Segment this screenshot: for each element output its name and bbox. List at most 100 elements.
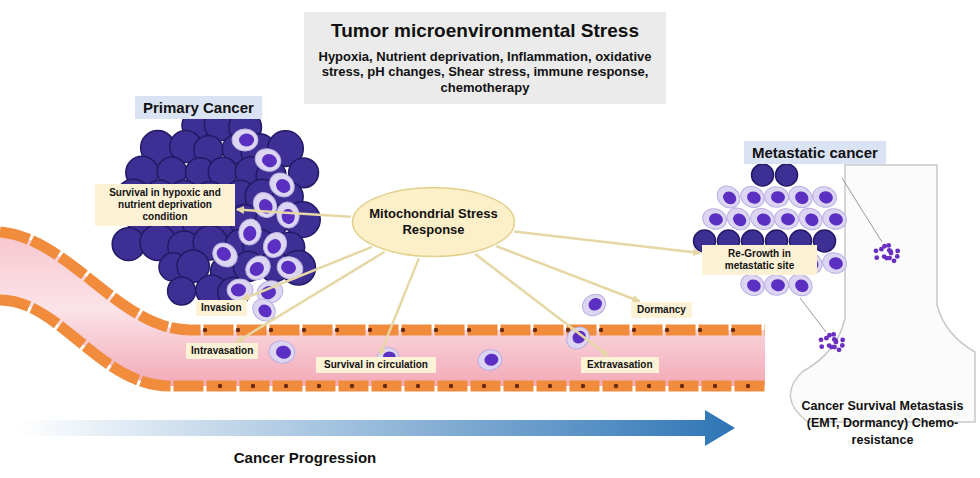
nucleus <box>368 328 372 332</box>
cell-nucleus <box>273 176 293 196</box>
cell-nucleus <box>755 211 773 227</box>
metastatic-cell <box>886 243 891 248</box>
metastatic-cell <box>819 344 824 349</box>
nucleus <box>746 384 750 388</box>
connector-arrow <box>237 252 385 342</box>
migrating-cell <box>738 271 768 299</box>
nucleus <box>284 384 288 388</box>
nucleus <box>665 328 669 332</box>
nucleus <box>482 384 486 388</box>
leader-line <box>800 298 826 332</box>
nucleus <box>731 328 735 332</box>
migrating-cell <box>232 129 258 151</box>
bone <box>790 165 975 422</box>
cell-nucleus <box>793 189 811 206</box>
step-box: Re-Growth in metastatic site <box>702 245 817 275</box>
metastatic-cell <box>887 248 892 253</box>
nucleus <box>383 384 387 388</box>
nucleus <box>317 384 321 388</box>
cell-nucleus <box>720 189 738 207</box>
nucleus <box>335 328 339 332</box>
cell-nucleus <box>793 277 811 294</box>
step-box: Survival in circulation <box>316 357 436 373</box>
cell-nucleus <box>745 189 763 205</box>
metastatic-cell <box>840 343 845 348</box>
nucleus <box>533 328 537 332</box>
metastatic-cell <box>824 336 829 341</box>
nucleus <box>302 328 306 332</box>
migrating-cell <box>267 339 296 365</box>
bone-metastasis <box>819 243 900 352</box>
metastatic-cell <box>831 332 836 337</box>
step-box: Dormancy <box>631 302 692 318</box>
nucleus <box>581 384 585 388</box>
node-heading: Dormancy <box>637 304 686 316</box>
migrating-cell <box>810 184 838 210</box>
cell-nucleus <box>484 353 500 367</box>
node-heading: Survival in hypoxic and nutrient depriva… <box>99 187 231 223</box>
cell-nucleus <box>708 212 725 227</box>
tumor-cell <box>752 164 774 186</box>
migrating-cell <box>476 348 503 372</box>
cell-nucleus <box>275 345 292 360</box>
endothelial-nuclei <box>203 328 750 388</box>
stress-ellipse: Mitochondrial Stress Response <box>351 186 516 258</box>
nucleus <box>269 328 273 332</box>
title-tag: Metastatic cancer <box>744 141 886 164</box>
nucleus <box>203 328 207 332</box>
connector-arrow <box>242 247 372 299</box>
nucleus <box>251 384 255 388</box>
connector-arrow <box>514 231 700 253</box>
migrating-cell <box>249 188 281 222</box>
step-box: Intravasation <box>186 343 258 359</box>
node-heading: Primary Cancer <box>143 99 254 116</box>
cell-nucleus <box>239 134 254 147</box>
migrating-cell <box>785 182 816 212</box>
cell-nucleus <box>231 284 246 297</box>
cell-nucleus <box>770 278 785 292</box>
nucleus <box>599 328 603 332</box>
nucleus <box>713 384 717 388</box>
cell-nucleus <box>803 211 821 228</box>
cell-nucleus <box>256 197 275 217</box>
migrating-cell <box>820 206 848 232</box>
nucleus <box>401 328 405 332</box>
metastatic-cell <box>887 256 892 261</box>
nucleus <box>614 384 618 388</box>
tumor-cell <box>168 277 196 305</box>
migrating-cell <box>208 238 242 272</box>
step-box: Survival in hypoxic and nutrient depriva… <box>95 184 235 226</box>
migrating-cell <box>713 182 744 213</box>
migrating-cell <box>820 250 848 276</box>
cell-nucleus <box>770 190 785 204</box>
cell-nucleus <box>586 296 604 313</box>
blood-vessel <box>0 232 765 386</box>
metastatic-cell <box>874 248 879 253</box>
title-tag: Primary Cancer <box>135 96 262 119</box>
migrating-cell <box>763 185 789 208</box>
migrating-cell <box>738 183 768 211</box>
metastatic-cell <box>874 255 879 260</box>
connector-arrow <box>237 210 351 217</box>
metastatic-cell <box>892 258 897 263</box>
node-heading: Extravasation <box>587 359 653 371</box>
caption-label: Cancer Progression <box>210 448 400 468</box>
ellipse-shape <box>353 188 515 257</box>
nucleus <box>647 384 651 388</box>
vessel-wall <box>0 300 765 386</box>
metastatic-cell <box>832 345 837 350</box>
migrating-cell <box>248 294 279 325</box>
metastatic-cell <box>837 347 842 352</box>
migrating-cell <box>275 200 301 229</box>
nucleus <box>434 328 438 332</box>
metastatic-cell <box>840 337 845 342</box>
nucleus <box>515 384 519 388</box>
metastatic-cell <box>832 337 837 342</box>
node-heading: Invasion <box>201 302 242 314</box>
cell-nucleus <box>828 212 845 227</box>
tumor-cell <box>776 164 798 186</box>
node-heading: Intravasation <box>191 345 253 357</box>
connector-arrow <box>475 254 608 356</box>
cell-nucleus <box>828 256 845 271</box>
metastatic-cell <box>895 248 900 253</box>
